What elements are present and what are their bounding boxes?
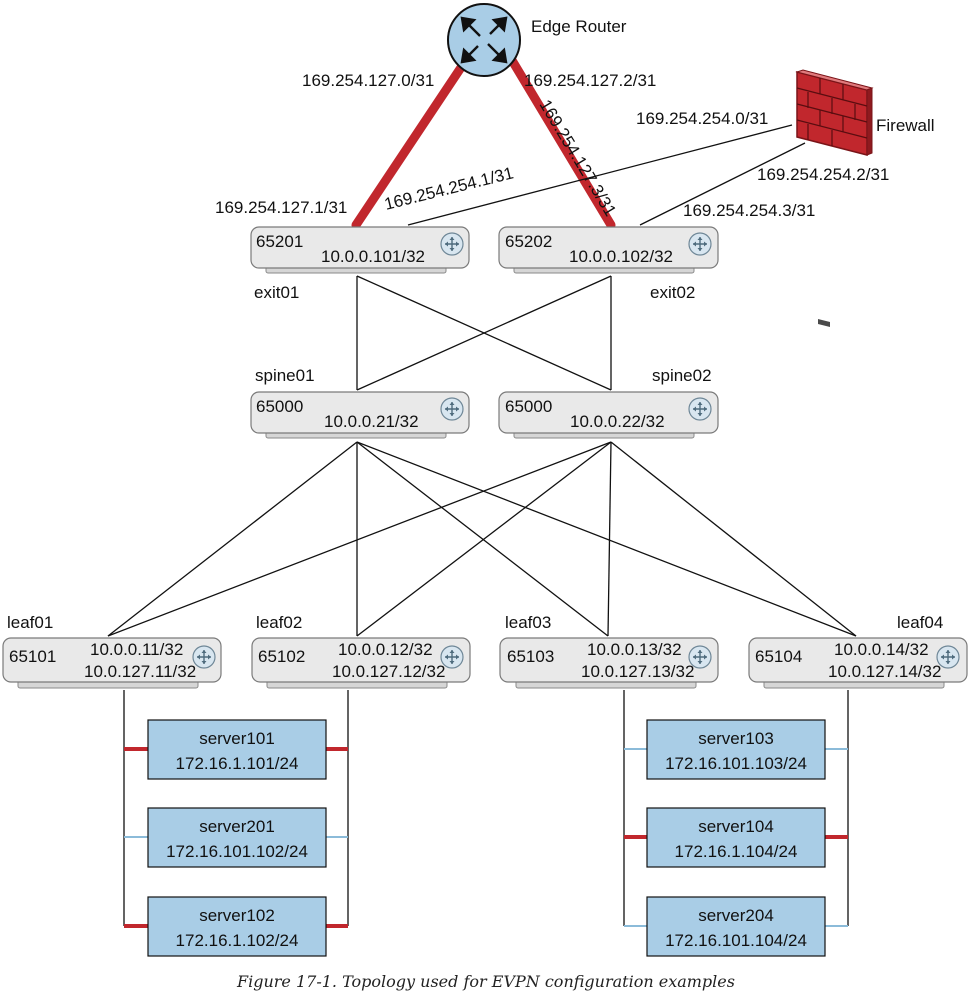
asn-label: 65000 — [256, 397, 303, 416]
switch-spine01: 65000 10.0.0.21/32 spine01 — [250, 366, 470, 439]
switch-exit02: 65202 10.0.0.102/32 exit02 — [498, 226, 719, 302]
link-spine01-leaf03 — [356, 441, 609, 637]
asn-label: 65201 — [256, 232, 303, 251]
loopback-ip: 10.0.0.11/32 — [90, 640, 183, 659]
switch-leaf03: 65103 10.0.0.13/32 10.0.127.13/32 leaf03 — [499, 613, 719, 689]
loopback-ip: 10.0.0.12/32 — [338, 640, 433, 659]
server-name: server104 — [698, 817, 774, 836]
switch-icon — [688, 397, 712, 421]
link-firewall-exit02 — [639, 142, 806, 226]
loopback-ip: 10.0.0.22/32 — [570, 412, 665, 431]
server-name: server204 — [698, 906, 774, 925]
link-label-er-exit01-exit-side: 169.254.127.1/31 — [215, 198, 347, 217]
link-label-er-exit02-er-side: 169.254.127.2/31 — [524, 71, 656, 90]
server-ip: 172.16.101.104/24 — [665, 931, 807, 950]
loopback-ip: 10.0.0.21/32 — [324, 412, 419, 431]
router-icon — [447, 3, 521, 77]
node-name: exit02 — [650, 283, 695, 302]
node-name: leaf02 — [256, 613, 302, 632]
asn-label: 65101 — [9, 647, 56, 666]
vtep-ip: 10.0.127.12/32 — [332, 662, 445, 681]
server-ip: 172.16.1.102/24 — [176, 931, 299, 950]
server-server102: server102 172.16.1.102/24 — [147, 896, 327, 957]
node-name: leaf04 — [897, 613, 943, 632]
link-label-fw-exit01-exit-side: 169.254.254.1/31 — [382, 163, 515, 213]
server-ip: 172.16.101.102/24 — [166, 842, 308, 861]
link-spine02-leaf02 — [356, 441, 612, 637]
vtep-ip: 10.0.127.11/32 — [84, 662, 196, 681]
switch-exit01: 65201 10.0.0.101/32 exit01 — [250, 226, 470, 302]
link-label-er-exit01-er-side: 169.254.127.0/31 — [302, 71, 434, 90]
link-label-fw-exit01-fw-side: 169.254.254.0/31 — [636, 109, 768, 128]
server-server201: server201 172.16.101.102/24 — [147, 807, 327, 868]
loopback-ip: 10.0.0.14/32 — [834, 640, 929, 659]
asn-label: 65000 — [505, 397, 552, 416]
link-exit02-spine01 — [356, 275, 612, 391]
link-edge-router-exit02 — [505, 52, 616, 230]
server-name: server103 — [698, 729, 774, 748]
server-server101: server101 172.16.1.101/24 — [147, 719, 327, 780]
firewall-label: Firewall — [876, 116, 935, 135]
vtep-ip: 10.0.127.13/32 — [581, 662, 694, 681]
node-name: exit01 — [254, 283, 299, 302]
firewall-icon — [795, 69, 874, 327]
link-label-fw-exit02-fw-side: 169.254.254.2/31 — [757, 165, 889, 184]
node-name: spine02 — [652, 366, 712, 385]
edge-router-label: Edge Router — [531, 17, 627, 36]
figure-caption: Figure 17-1. Topology used for EVPN conf… — [236, 972, 735, 991]
link-spine01-leaf04 — [356, 441, 857, 637]
node-name: spine01 — [255, 366, 315, 385]
loopback-ip: 10.0.0.101/32 — [321, 247, 425, 266]
node-name: leaf03 — [505, 613, 551, 632]
asn-label: 65102 — [258, 647, 305, 666]
link-spine02-leaf01 — [107, 441, 612, 637]
loopback-ip: 10.0.0.13/32 — [587, 640, 682, 659]
server-server104: server104 172.16.1.104/24 — [646, 807, 826, 868]
switch-icon — [440, 232, 464, 256]
switch-icon — [192, 645, 216, 669]
asn-label: 65103 — [507, 647, 554, 666]
asn-label: 65202 — [505, 232, 552, 251]
links-layer — [107, 52, 857, 928]
vtep-ip: 10.0.127.14/32 — [828, 662, 941, 681]
server-server204: server204 172.16.101.104/24 — [646, 896, 826, 957]
link-spine01-leaf01 — [107, 441, 358, 637]
server-name: server101 — [199, 729, 275, 748]
edge-router: Edge Router — [447, 3, 627, 77]
switch-leaf01: 65101 10.0.0.11/32 10.0.127.11/32 leaf01 — [2, 613, 222, 689]
switch-spine02: 65000 10.0.0.22/32 spine02 — [498, 366, 719, 439]
switch-icon — [440, 397, 464, 421]
link-edge-router-exit01 — [351, 52, 473, 230]
link-spine02-leaf04 — [610, 441, 857, 637]
switch-leaf02: 65102 10.0.0.12/32 10.0.127.12/32 leaf02 — [251, 613, 471, 689]
node-name: leaf01 — [7, 613, 53, 632]
switch-icon — [688, 232, 712, 256]
link-firewall-exit01 — [407, 124, 793, 226]
server-server103: server103 172.16.101.103/24 — [646, 719, 826, 780]
server-name: server201 — [199, 817, 275, 836]
loopback-ip: 10.0.0.102/32 — [569, 247, 673, 266]
link-label-er-exit02-exit-side: 169.254.127.3/31 — [536, 96, 620, 219]
server-ip: 172.16.101.103/24 — [665, 754, 807, 773]
router-arrows-icon — [460, 16, 508, 64]
link-label-fw-exit02-exit-side: 169.254.254.3/31 — [683, 201, 815, 220]
asn-label: 65104 — [755, 647, 802, 666]
link-spine02-leaf03 — [607, 441, 612, 637]
server-name: server102 — [199, 906, 275, 925]
server-ip: 172.16.1.101/24 — [176, 754, 299, 773]
switch-leaf04: 65104 10.0.0.14/32 10.0.127.14/32 leaf04 — [748, 613, 968, 689]
server-ip: 172.16.1.104/24 — [675, 842, 798, 861]
firewall: Firewall — [795, 69, 935, 327]
